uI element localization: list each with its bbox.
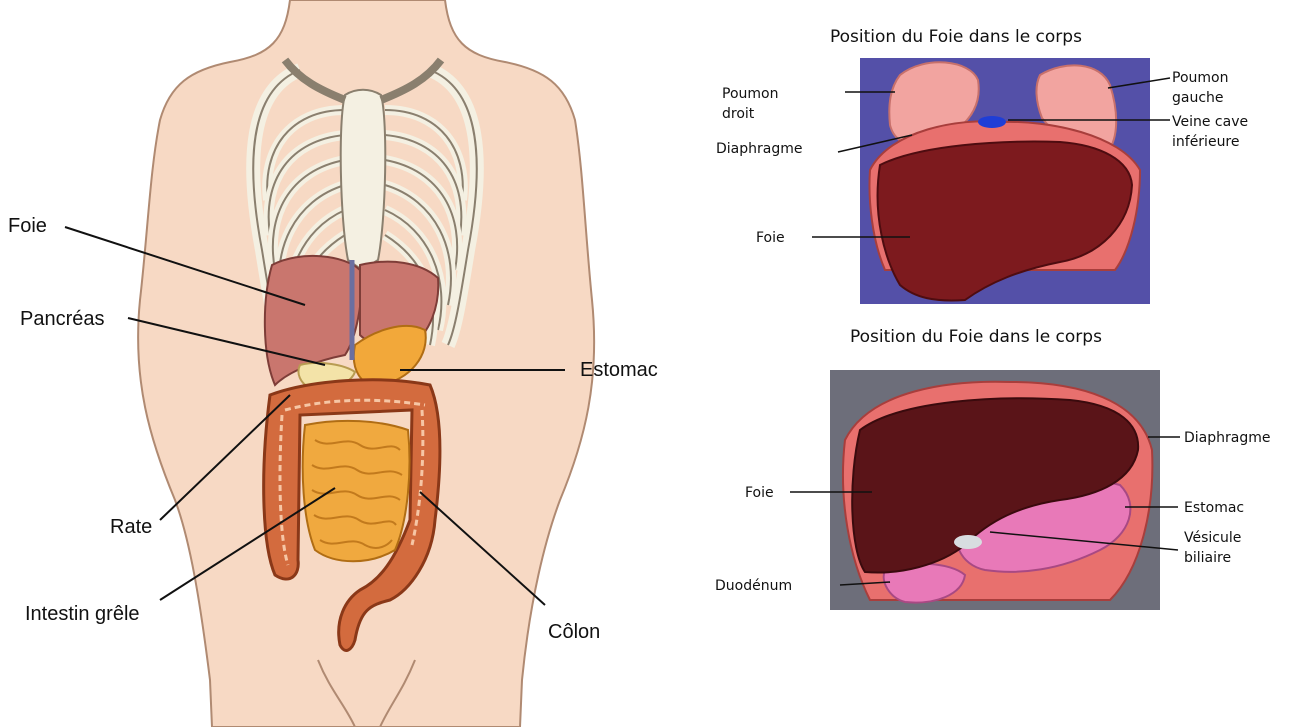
top-liver-svg: Position du Foie dans le corps Poumon dr… xyxy=(700,0,1301,320)
bottom-figure-title: Position du Foie dans le corps xyxy=(850,327,1102,347)
bottom-label-diaphragm: Diaphragme xyxy=(1184,430,1270,446)
label-stomach: Estomac xyxy=(580,359,658,381)
top-label-right-lung-1: Poumon xyxy=(722,86,778,102)
label-small-intestine: Intestin grêle xyxy=(25,603,140,625)
label-spleen: Rate xyxy=(110,516,152,538)
top-label-left-lung-2: gauche xyxy=(1172,90,1224,106)
bottom-label-duodenum: Duodénum xyxy=(715,578,792,594)
top-label-left-lung-1: Poumon xyxy=(1172,70,1228,86)
top-figure-title: Position du Foie dans le corps xyxy=(830,27,1082,47)
label-pancreas: Pancréas xyxy=(20,308,105,330)
label-liver: Foie xyxy=(8,215,47,237)
vena-cava-shape xyxy=(978,116,1006,128)
bottom-label-liver: Foie xyxy=(745,485,774,501)
top-label-liver: Foie xyxy=(756,230,785,246)
bottom-label-stomach: Estomac xyxy=(1184,500,1244,516)
sternum xyxy=(341,90,386,270)
bottom-label-gallbladder-1: Vésicule xyxy=(1184,530,1241,546)
bottom-liver-position-figure: Position du Foie dans le corps Foie Duod… xyxy=(700,320,1301,620)
top-label-right-lung-2: droit xyxy=(722,106,755,122)
torso-anatomy-svg: Foie Pancréas Rate Intestin grêle Estoma… xyxy=(0,0,700,727)
top-liver-position-figure: Position du Foie dans le corps Poumon dr… xyxy=(700,0,1301,320)
bottom-gallbladder-shape xyxy=(954,535,982,549)
bottom-liver-svg: Position du Foie dans le corps Foie Duod… xyxy=(700,320,1301,620)
bottom-label-gallbladder-2: biliaire xyxy=(1184,550,1231,566)
torso-anatomy-figure: Foie Pancréas Rate Intestin grêle Estoma… xyxy=(0,0,700,727)
label-colon: Côlon xyxy=(548,621,600,643)
top-label-vena-cava-1: Veine cave xyxy=(1172,114,1248,130)
top-label-vena-cava-2: inférieure xyxy=(1172,134,1240,150)
top-label-diaphragm: Diaphragme xyxy=(716,141,802,157)
